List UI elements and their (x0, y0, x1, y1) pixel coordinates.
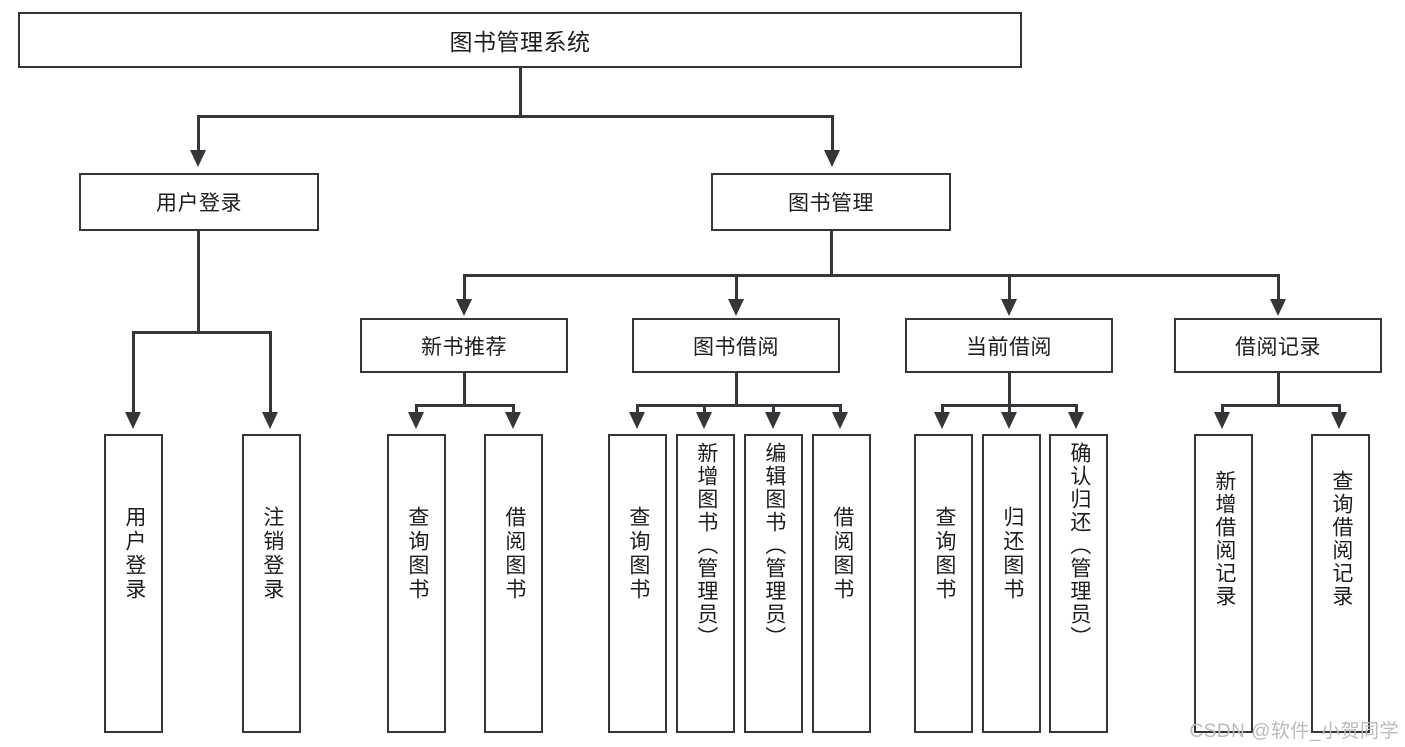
connector-root-bar (197, 115, 834, 118)
node-book-management[interactable]: 图书管理 (711, 173, 951, 231)
arrow-current-leaf-2 (1001, 412, 1017, 429)
leaf-user-logout[interactable]: 注销登录 (242, 434, 301, 733)
node-label: 图书管理系统 (449, 29, 591, 55)
arrow-user-leaf-1 (125, 412, 141, 429)
connector-root-to-user (197, 115, 200, 153)
connector-recommend-drop-1 (415, 404, 418, 414)
node-label: 新增图书（管理员） (694, 442, 718, 649)
arrow-root-to-user (190, 150, 206, 167)
arrow-current-leaf-1 (934, 412, 950, 429)
arrow-borrow-leaf-2 (696, 412, 712, 429)
connector-book-drop-3 (1008, 274, 1011, 301)
leaf-current-query-book[interactable]: 查询图书 (914, 434, 973, 733)
arrow-borrow-leaf-1 (629, 412, 645, 429)
node-label: 查询图书 (405, 506, 429, 602)
arrow-book-to-current (1001, 299, 1017, 316)
connector-borrow-drop-2 (703, 404, 706, 414)
leaf-borrow-query-book[interactable]: 查询图书 (608, 434, 667, 733)
connector-user-drop-2 (269, 331, 272, 414)
connector-borrow-stem (735, 373, 738, 406)
connector-borrow-bar (636, 404, 842, 407)
node-label: 借阅记录 (1235, 335, 1321, 359)
arrow-book-to-record (1270, 299, 1286, 316)
arrow-current-leaf-3 (1068, 412, 1084, 429)
node-book-borrow[interactable]: 图书借阅 (632, 318, 840, 373)
connector-current-drop-2 (1008, 404, 1011, 414)
arrow-borrow-leaf-4 (832, 412, 848, 429)
leaf-record-query-record[interactable]: 查询借阅记录 (1311, 434, 1370, 733)
node-label: 用户登录 (122, 506, 146, 602)
arrow-recommend-leaf-2 (505, 412, 521, 429)
node-user-login[interactable]: 用户登录 (79, 173, 319, 231)
node-current-borrow[interactable]: 当前借阅 (905, 318, 1113, 373)
connector-root-stem (519, 68, 522, 116)
connector-borrow-drop-4 (839, 404, 842, 414)
node-label: 查询借阅记录 (1329, 470, 1353, 608)
arrow-record-leaf-1 (1214, 412, 1230, 429)
arrow-book-to-borrow (728, 299, 744, 316)
connector-user-bar (132, 331, 271, 334)
connector-recommend-drop-2 (512, 404, 515, 414)
leaf-borrow-add-book-admin[interactable]: 新增图书（管理员） (676, 434, 735, 733)
node-label: 新书推荐 (421, 335, 507, 359)
node-label: 归还图书 (1000, 506, 1024, 602)
connector-record-drop-2 (1338, 404, 1341, 414)
leaf-record-add-record[interactable]: 新增借阅记录 (1194, 434, 1253, 733)
leaf-user-login[interactable]: 用户登录 (104, 434, 163, 733)
connector-record-drop-1 (1221, 404, 1224, 414)
node-label: 查询图书 (626, 506, 650, 602)
connector-user-stem (197, 231, 200, 334)
connector-book-stem (830, 231, 833, 276)
node-label: 查询图书 (932, 506, 956, 602)
connector-record-stem (1277, 373, 1280, 406)
connector-recommend-bar (415, 404, 515, 407)
node-label: 图书管理 (788, 192, 874, 215)
node-root-system[interactable]: 图书管理系统 (18, 12, 1022, 68)
arrow-recommend-leaf-1 (408, 412, 424, 429)
connector-recommend-stem (463, 373, 466, 406)
connector-current-stem (1008, 373, 1011, 406)
connector-borrow-drop-3 (772, 404, 775, 414)
arrow-root-to-book (824, 150, 840, 167)
arrow-user-leaf-2 (262, 412, 278, 429)
node-label: 新增借阅记录 (1212, 470, 1236, 608)
leaf-current-confirm-return-admin[interactable]: 确认归还（管理员） (1049, 434, 1108, 733)
connector-book-drop-1 (463, 274, 466, 301)
leaf-current-return-book[interactable]: 归还图书 (982, 434, 1041, 733)
node-label: 图书借阅 (693, 335, 779, 359)
node-label: 当前借阅 (966, 335, 1052, 359)
leaf-recommend-borrow-book[interactable]: 借阅图书 (484, 434, 543, 733)
arrow-record-leaf-2 (1331, 412, 1347, 429)
leaf-recommend-query-book[interactable]: 查询图书 (387, 434, 446, 733)
connector-current-drop-1 (941, 404, 944, 414)
connector-book-bar (463, 274, 1280, 277)
connector-root-to-book (831, 115, 834, 153)
node-borrow-record[interactable]: 借阅记录 (1174, 318, 1382, 373)
connector-book-drop-2 (735, 274, 738, 301)
node-label: 借阅图书 (830, 506, 854, 602)
arrow-borrow-leaf-3 (765, 412, 781, 429)
connector-borrow-drop-1 (636, 404, 639, 414)
node-label: 借阅图书 (502, 506, 526, 602)
node-label: 用户登录 (156, 192, 242, 215)
connector-book-drop-4 (1277, 274, 1280, 301)
node-label: 确认归还（管理员） (1067, 442, 1091, 649)
leaf-borrow-borrow-book[interactable]: 借阅图书 (812, 434, 871, 733)
node-new-book-recommend[interactable]: 新书推荐 (360, 318, 568, 373)
node-label: 编辑图书（管理员） (762, 442, 786, 649)
connector-record-bar (1221, 404, 1340, 407)
connector-current-drop-3 (1075, 404, 1078, 414)
node-label: 注销登录 (260, 506, 284, 602)
connector-user-drop-1 (132, 331, 135, 414)
arrow-book-to-recommend (456, 299, 472, 316)
leaf-borrow-edit-book-admin[interactable]: 编辑图书（管理员） (744, 434, 803, 733)
